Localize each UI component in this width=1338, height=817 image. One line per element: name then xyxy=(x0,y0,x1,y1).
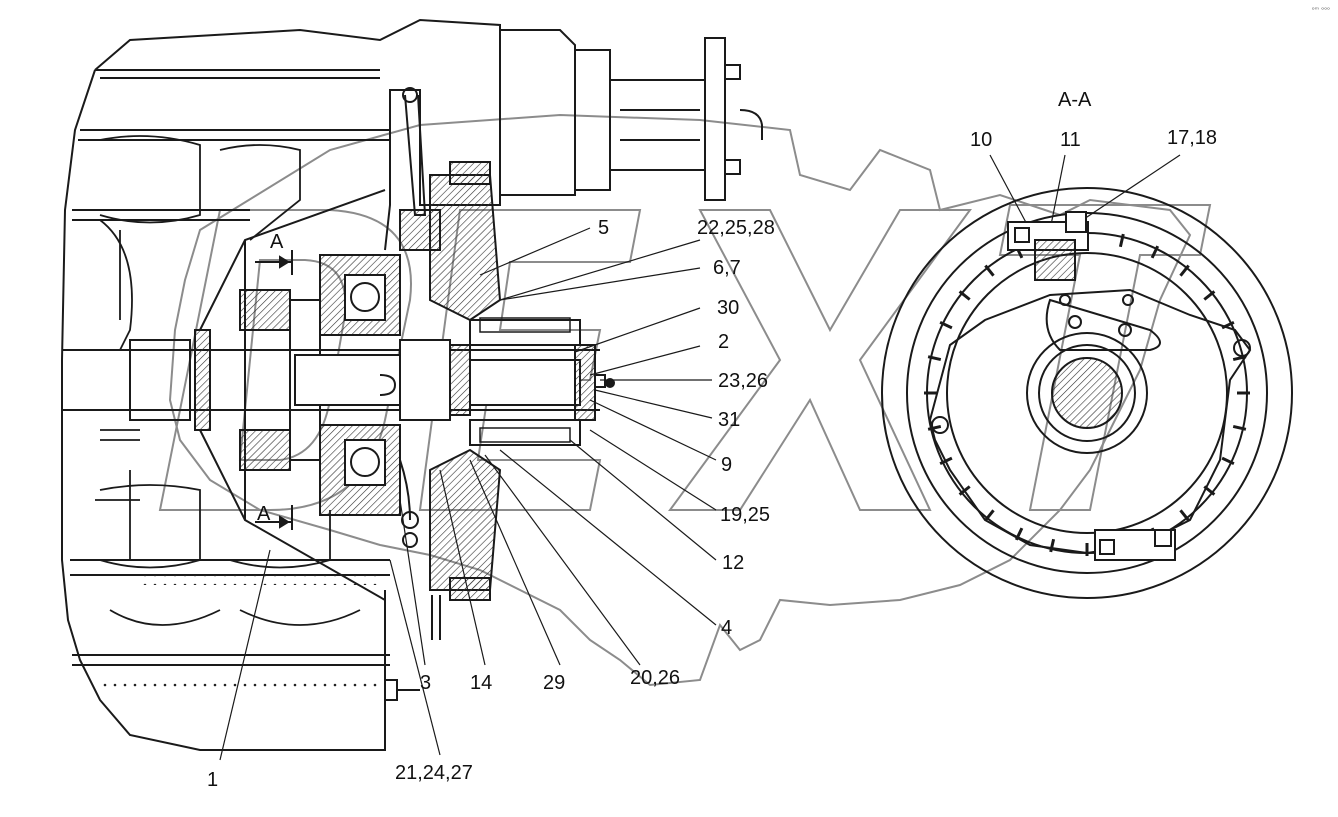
cooling-slot xyxy=(1221,456,1235,466)
cooling-slot xyxy=(984,509,995,522)
cooling-slot xyxy=(1203,485,1216,496)
cooling-slot xyxy=(1179,264,1190,277)
leader-lines xyxy=(219,154,1181,761)
cooling-slot xyxy=(1150,245,1160,259)
callout-30: 30 xyxy=(717,297,740,319)
callout-22-25-28: 22,25,28 xyxy=(697,217,775,239)
callout-31: 31 xyxy=(718,409,741,431)
section-marker-top: A xyxy=(270,231,284,253)
cooling-slot xyxy=(1221,320,1235,330)
cooling-slot xyxy=(1118,233,1125,248)
callout-4: 4 xyxy=(721,617,733,639)
watermark-logo xyxy=(168,113,1192,687)
tensioner-bracket xyxy=(399,29,763,251)
callout-20-26: 20,26 xyxy=(630,667,681,689)
cooling-slot xyxy=(1232,355,1247,362)
callout-21-24-27: 21,24,27 xyxy=(395,762,473,784)
pulley-assembly xyxy=(429,161,615,640)
callout-17-18: 17,18 xyxy=(1167,127,1218,149)
callout-29: 29 xyxy=(543,672,566,694)
callout-11: 11 xyxy=(1060,129,1081,151)
callout-9: 9 xyxy=(721,454,733,476)
callout-3: 3 xyxy=(420,672,432,694)
cooling-slot xyxy=(958,290,971,301)
cooling-slot xyxy=(939,320,953,330)
corner-mark: ᵒᵐ ᵒᵒᵒ xyxy=(1311,6,1330,14)
callout-5: 5 xyxy=(598,217,610,239)
cooling-slot xyxy=(1203,290,1216,301)
callout-1: 1 xyxy=(207,769,219,791)
callout-6-7: 6,7 xyxy=(713,257,741,279)
cooling-slot xyxy=(1179,509,1190,522)
cooling-slot xyxy=(927,424,942,431)
callout-19-25: 19,25 xyxy=(720,504,771,526)
callout-23-26: 23,26 xyxy=(718,370,769,392)
hub-assembly xyxy=(239,254,471,516)
cooling-slot xyxy=(927,355,942,362)
section-marker-bottom: A xyxy=(257,503,271,525)
drive-shaft xyxy=(62,329,600,431)
callout-10: 10 xyxy=(970,129,993,151)
cooling-slot xyxy=(1014,527,1024,541)
section-marker-a xyxy=(255,250,293,530)
cooling-slot xyxy=(1232,424,1247,431)
perforated-strip-lower xyxy=(100,677,380,687)
callout-12: 12 xyxy=(722,552,745,574)
cooling-slot xyxy=(984,264,995,277)
cooling-slot xyxy=(958,485,971,496)
cooling-slot xyxy=(1049,538,1056,553)
fan-blade-outlines xyxy=(95,135,361,626)
fan-shroud xyxy=(199,189,386,601)
callout-14: 14 xyxy=(470,672,493,694)
cooling-slot xyxy=(939,456,953,466)
lower-fittings xyxy=(384,459,420,701)
clamp-blocks xyxy=(1007,211,1176,561)
section-view-a-a xyxy=(881,187,1293,599)
section-title: A-A xyxy=(1058,89,1092,111)
callout-2: 2 xyxy=(718,331,730,353)
perforated-strip-upper xyxy=(140,575,380,585)
